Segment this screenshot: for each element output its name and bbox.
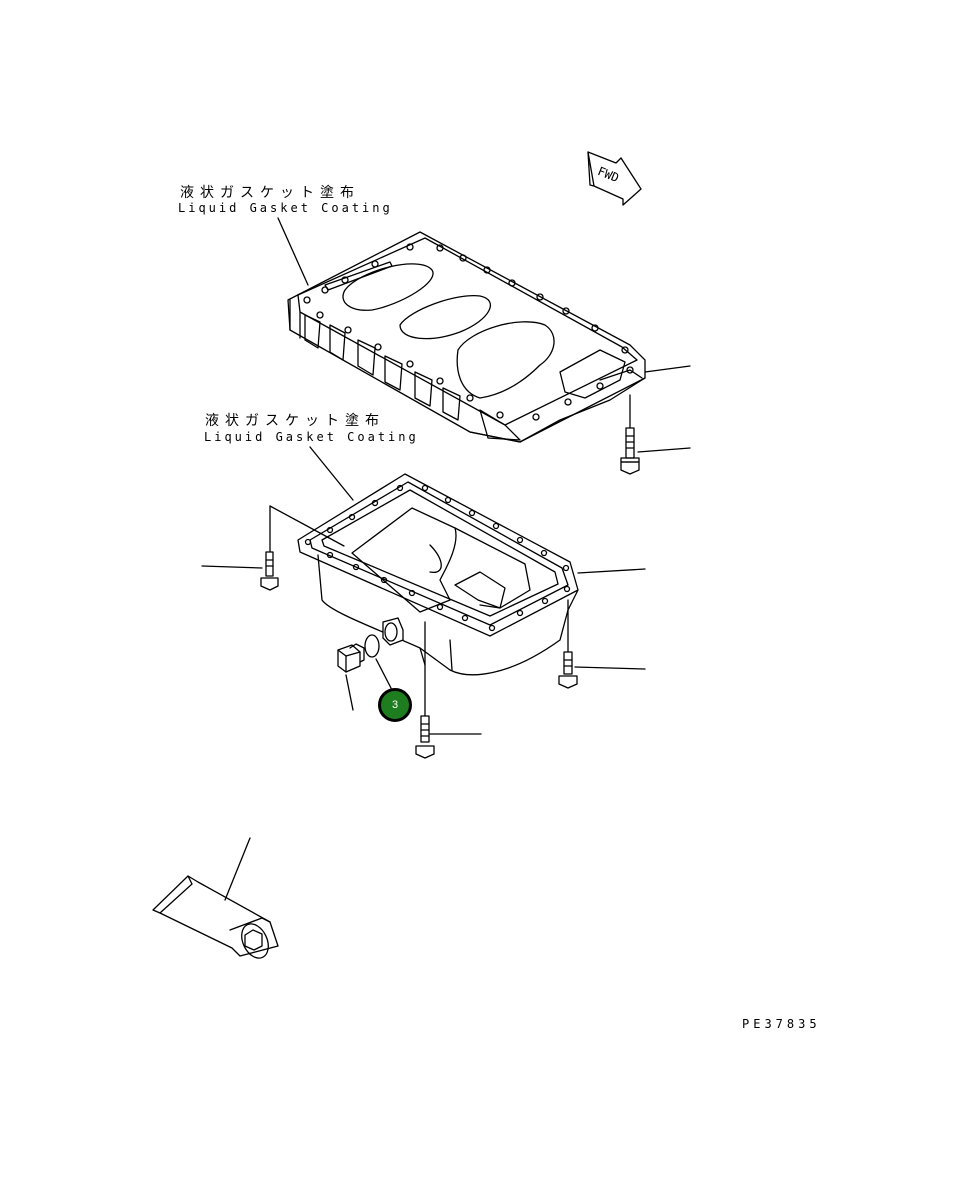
leader-line [345,674,354,711]
fwd-arrow-icon: FWD [587,151,642,206]
part-code: PE37835 [742,1017,821,1031]
lower-label-jp: 液状ガスケット塗布 [205,413,385,429]
gasket-ring [364,634,380,658]
lower-label-en: Liquid Gasket Coating [204,430,419,444]
upper-label-en: Liquid Gasket Coating [178,201,393,215]
leader-line [577,568,646,574]
bolt-holes [303,243,634,421]
leader-line [644,365,691,373]
leader-line [375,658,392,689]
pan-bolt-holes [304,484,571,632]
drain-plug [337,643,365,673]
leader-line [309,446,354,501]
gasket-tube [152,837,279,959]
leader-line [574,666,646,670]
bolt-left [260,505,279,591]
leader-line [637,447,691,453]
callout-3[interactable]: 3 [378,688,412,722]
bolt-right [558,599,578,689]
upper-housing [287,231,646,443]
bolt-upper [620,394,640,475]
leader-line [269,505,345,547]
oil-pan [297,473,579,676]
drain-boss [382,617,404,646]
leader-line [277,217,309,286]
bolt-bottom [415,621,435,759]
leader-line [201,565,263,569]
upper-label-jp: 液状ガスケット塗布 [180,185,360,201]
